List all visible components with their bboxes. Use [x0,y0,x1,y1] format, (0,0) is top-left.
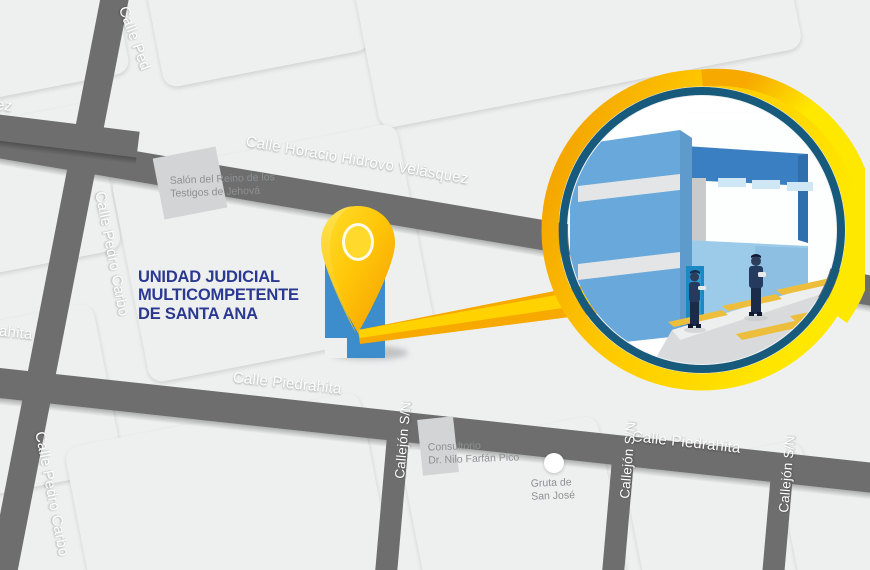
poi-label-consultorio: Consultorio Dr. Nilo Farfán Pico [428,438,520,467]
inset-photo-content [568,96,836,364]
street-label-piedrahita-center: Calle Piedrahita [232,369,343,398]
street-label-piedrahita-left: rahita [0,322,34,344]
poi-label-salon-reino: Salón del Reino de los Testigos de Jehov… [170,171,276,201]
street-label-horacio-tail: ez [0,96,14,115]
gruta-marker-icon [544,453,564,473]
unidad-judicial-label: UNIDAD JUDICIAL MULTICOMPETENTE DE SANTA… [138,268,328,323]
city-block [138,0,372,89]
building-photo-inset[interactable] [540,68,865,393]
label-line-1: UNIDAD JUDICIAL [138,268,280,286]
person-figure-left [684,270,706,333]
poi-label-gruta: Gruta de San José [531,476,576,504]
poi-line-2: San José [531,489,576,503]
label-line-3: DE SANTA ANA [138,304,258,323]
map-pin-marker[interactable] [318,203,398,338]
person-figure-right [744,254,768,321]
label-line-2: MULTICOMPETENTE [138,286,299,305]
